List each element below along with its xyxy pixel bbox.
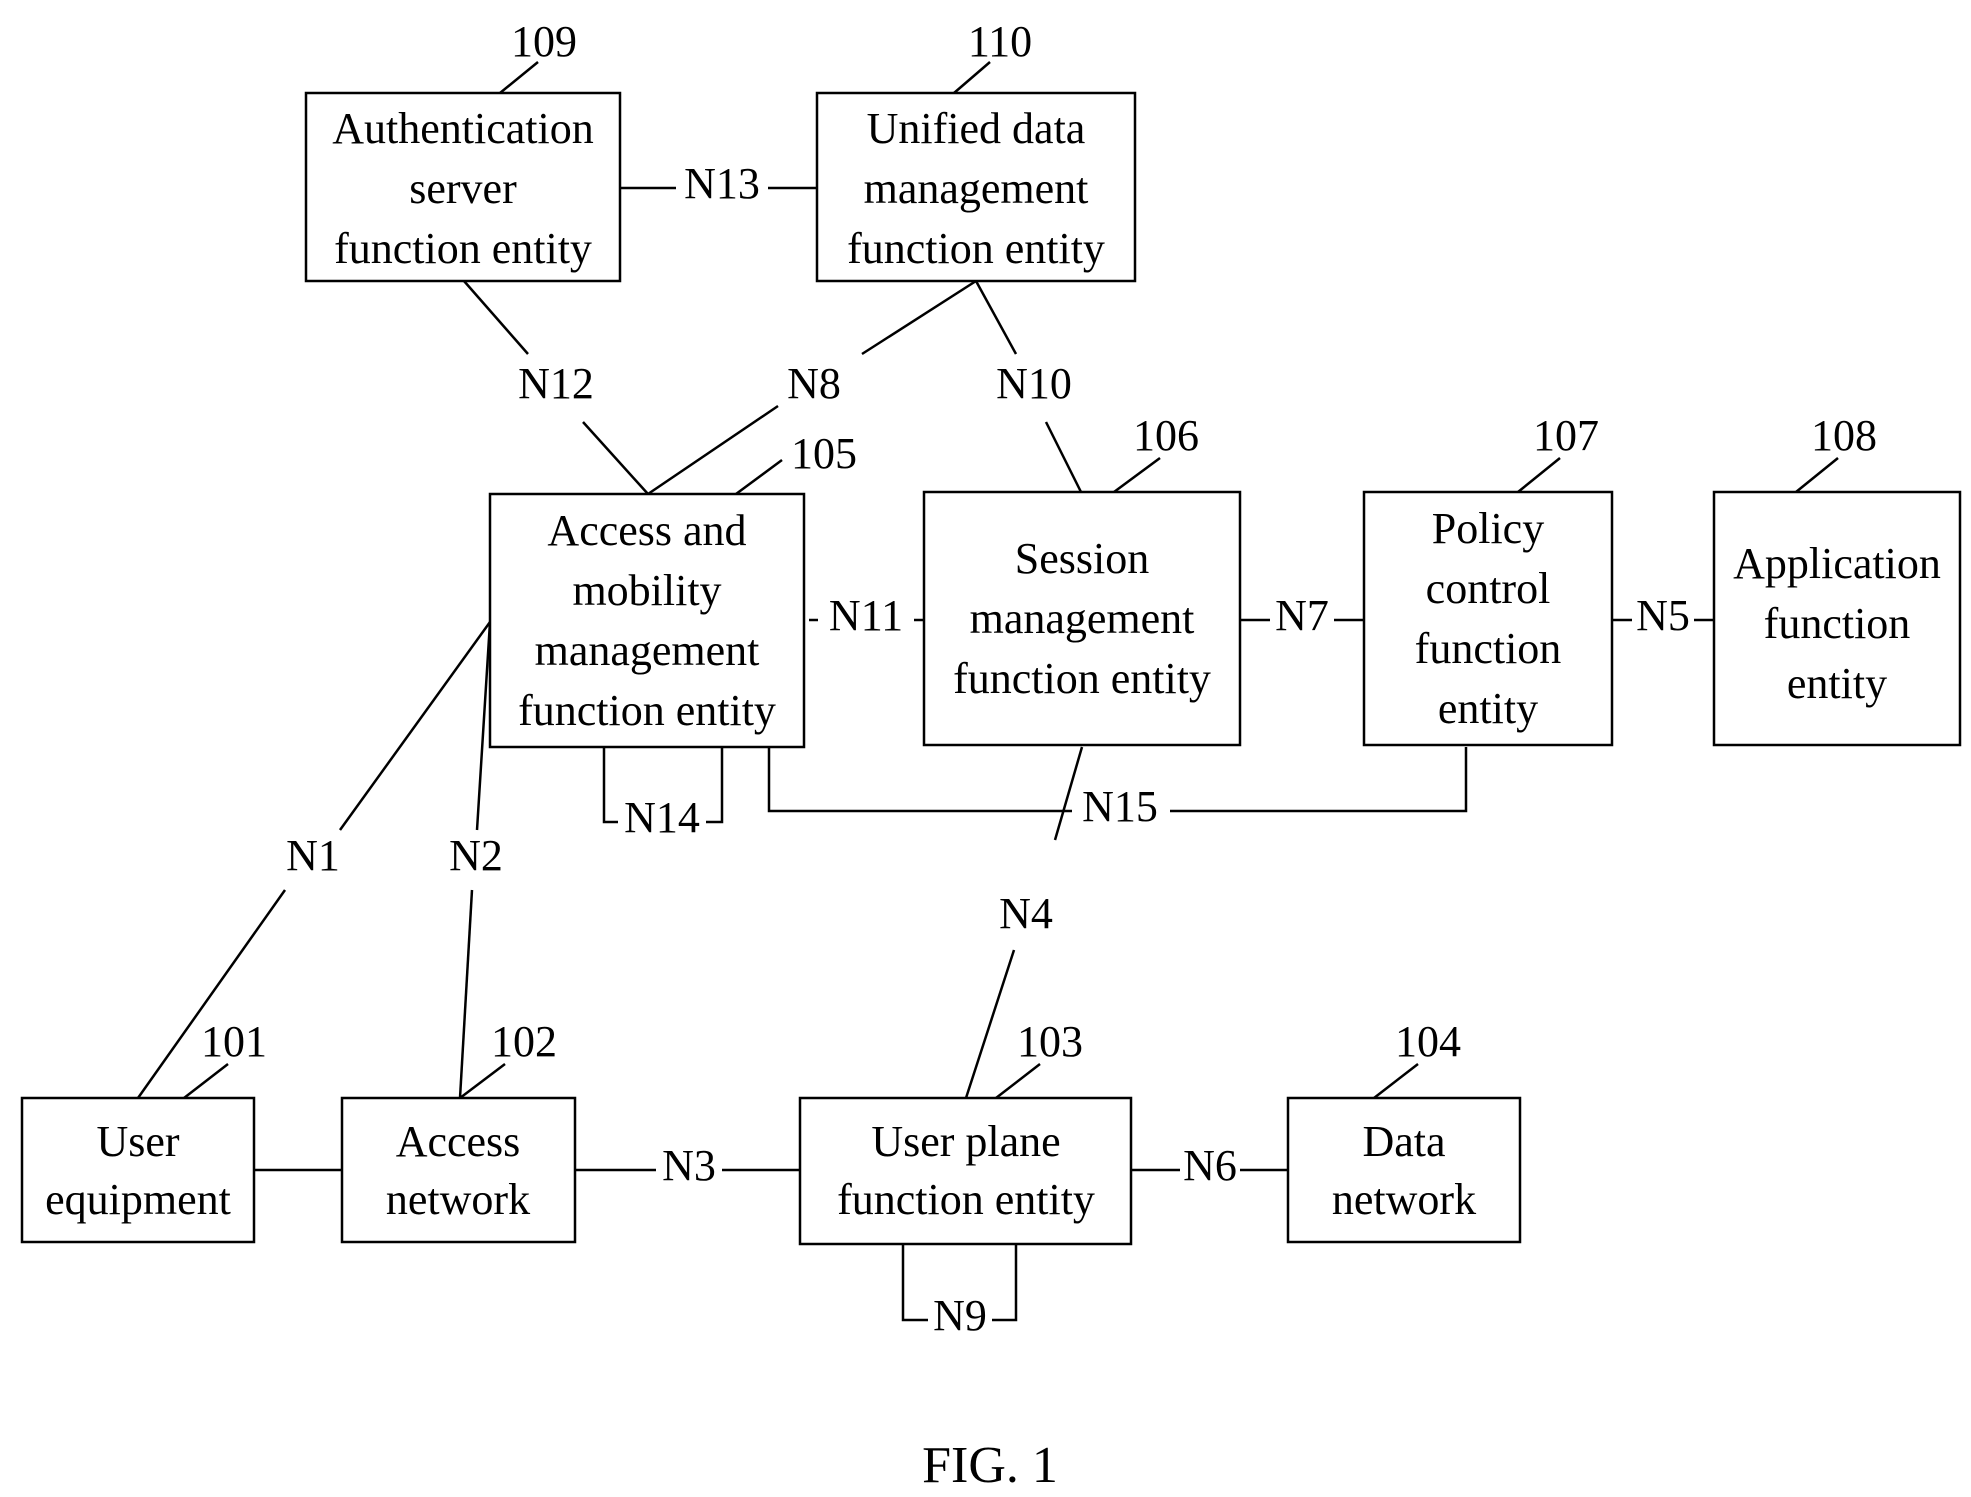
n12-line-top	[464, 281, 528, 354]
leader-105	[736, 460, 782, 494]
amf-ref: 105	[791, 429, 857, 478]
n1-line-bottom	[138, 890, 285, 1098]
ausf-line-1: Authentication	[332, 104, 594, 153]
label-n12: N12	[518, 359, 594, 408]
amf-line-3: management	[535, 626, 760, 675]
label-n10: N10	[996, 359, 1072, 408]
dn-box: Data network 104	[1288, 1017, 1520, 1242]
upf-box: User plane function entity 103	[800, 1017, 1131, 1244]
label-n7: N7	[1275, 591, 1329, 640]
an-ref: 102	[491, 1017, 557, 1066]
dn-line-1: Data	[1362, 1117, 1445, 1166]
leader-107	[1518, 458, 1560, 492]
leader-109	[500, 62, 538, 93]
n15-line-right	[1170, 747, 1466, 811]
pcf-line-2: control	[1426, 564, 1551, 613]
n14-loop-right	[706, 747, 722, 822]
leader-101	[184, 1064, 228, 1098]
pcf-line-1: Policy	[1432, 504, 1544, 553]
ausf-ref: 109	[511, 17, 577, 66]
n4-line-bottom	[966, 950, 1014, 1098]
upf-line-2: function entity	[837, 1175, 1095, 1224]
label-n5: N5	[1636, 591, 1690, 640]
figure-caption: FIG. 1	[922, 1437, 1058, 1494]
n8-line-top	[862, 281, 976, 354]
label-n4: N4	[999, 889, 1053, 938]
amf-line-1: Access and	[547, 506, 746, 555]
n2-line-bottom	[460, 890, 472, 1098]
udm-box: Unified data management function entity …	[817, 17, 1135, 281]
dn-ref: 104	[1395, 1017, 1461, 1066]
udm-line-1: Unified data	[867, 104, 1086, 153]
udm-ref: 110	[968, 17, 1032, 66]
ue-box: User equipment 101	[22, 1017, 267, 1242]
af-ref: 108	[1811, 411, 1877, 460]
pcf-box: Policy control function entity 107	[1364, 411, 1612, 745]
smf-line-1: Session	[1015, 534, 1149, 583]
ausf-box: Authentication server function entity 10…	[306, 17, 620, 281]
upf-line-1: User plane	[871, 1117, 1060, 1166]
label-n9: N9	[933, 1291, 987, 1340]
ausf-line-3: function entity	[334, 224, 592, 273]
leader-104	[1374, 1064, 1418, 1098]
smf-line-3: function entity	[953, 654, 1211, 703]
label-n3: N3	[662, 1141, 716, 1190]
ausf-line-2: server	[409, 164, 517, 213]
pcf-ref: 107	[1533, 411, 1599, 460]
leader-108	[1796, 458, 1838, 492]
udm-line-2: management	[864, 164, 1089, 213]
pcf-line-3: function	[1415, 624, 1562, 673]
n8-line-bottom	[648, 406, 778, 494]
udm-line-3: function entity	[847, 224, 1105, 273]
leader-102	[460, 1064, 505, 1098]
smf-line-2: management	[970, 594, 1195, 643]
af-line-2: function	[1764, 599, 1911, 648]
amf-line-2: mobility	[572, 566, 721, 615]
n4-line-top	[1055, 747, 1082, 840]
label-n14: N14	[624, 793, 700, 842]
smf-box: Session management function entity 106	[924, 411, 1240, 745]
af-box: Application function entity 108	[1714, 411, 1960, 745]
amf-line-4: function entity	[518, 686, 776, 735]
label-n8: N8	[787, 359, 841, 408]
leader-110	[954, 62, 990, 93]
n15-line-left	[769, 747, 1072, 811]
label-n15: N15	[1082, 782, 1158, 831]
label-n6: N6	[1183, 1141, 1237, 1190]
leader-103	[996, 1064, 1040, 1098]
n12-line-bottom	[583, 422, 648, 494]
n9-loop-left	[903, 1244, 928, 1320]
ue-ref: 101	[201, 1017, 267, 1066]
af-line-3: entity	[1787, 659, 1887, 708]
label-n13: N13	[684, 159, 760, 208]
af-line-1: Application	[1733, 539, 1941, 588]
upf-ref: 103	[1017, 1017, 1083, 1066]
n10-line-top	[976, 281, 1016, 354]
ue-line-2: equipment	[45, 1175, 231, 1224]
an-box: Access network 102	[342, 1017, 575, 1242]
pcf-line-4: entity	[1438, 684, 1538, 733]
leader-106	[1114, 458, 1160, 492]
label-n1: N1	[286, 831, 340, 880]
label-n2: N2	[449, 831, 503, 880]
n9-loop-right	[992, 1244, 1016, 1320]
an-line-2: network	[386, 1175, 530, 1224]
an-line-1: Access	[396, 1117, 521, 1166]
n14-loop-left	[604, 747, 618, 822]
dn-line-2: network	[1332, 1175, 1476, 1224]
n2-line-top	[477, 622, 490, 830]
smf-ref: 106	[1133, 411, 1199, 460]
n10-line-bottom	[1046, 422, 1082, 494]
n1-line-top	[340, 622, 490, 830]
label-n11: N11	[829, 591, 903, 640]
ue-line-1: User	[96, 1117, 179, 1166]
